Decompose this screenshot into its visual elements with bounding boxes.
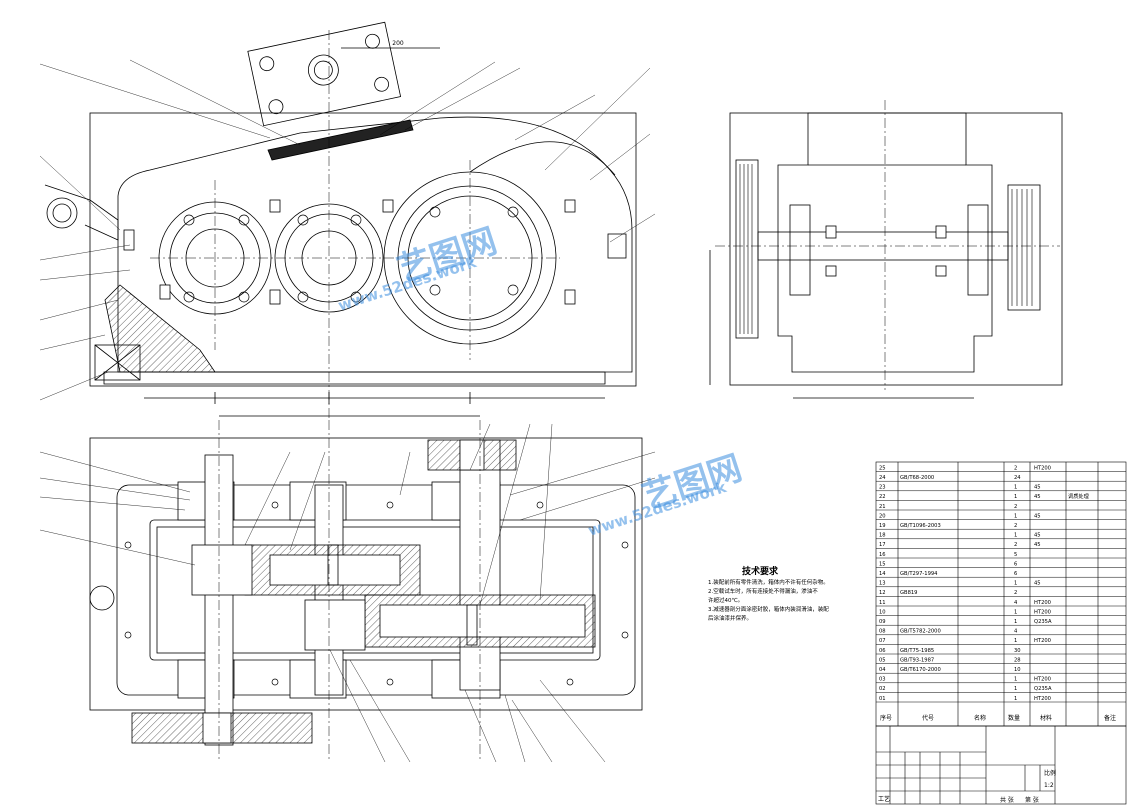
tech-requirement-line: 1.装配前所有零件清洗，箱体内不许有任何杂物。	[708, 580, 829, 586]
bom-cell-material: 45	[1034, 494, 1041, 500]
bom-cell-qty: 1	[1014, 696, 1017, 702]
bom-cell-qty: 1	[1014, 513, 1017, 519]
bom-cell-code: GB/T68-2000	[900, 475, 934, 481]
bom-cell-code: GB/T6170-2000	[900, 667, 941, 673]
bom-cell-qty: 1	[1014, 533, 1017, 539]
bom-cell-code: GB/T93-1987	[900, 657, 934, 663]
bom-cell-qty: 6	[1014, 571, 1017, 577]
sheet-count-label: 共 张	[1000, 796, 1014, 804]
bom-cell-no: 08	[879, 629, 886, 635]
bom-cell-material: HT200	[1034, 696, 1051, 702]
bom-cell-qty: 1	[1014, 619, 1017, 625]
svg-text:数量: 数量	[1008, 714, 1020, 722]
bom-cell-note: 调质处理	[1068, 492, 1090, 500]
bom-cell-no: 03	[879, 677, 886, 683]
front-view	[39, 21, 656, 420]
section-view	[39, 415, 656, 763]
sheet-number-label: 第 张	[1025, 796, 1039, 804]
bom-cell-qty: 1	[1014, 686, 1017, 692]
svg-text:材料: 材料	[1040, 714, 1052, 722]
bom-cell-qty: 2	[1014, 523, 1017, 529]
bom-cell-material: 45	[1034, 485, 1041, 491]
tech-requirement-line: 3.减速器剖分面涂密封胶，箱体内装润滑油，装配	[708, 607, 829, 613]
bom-cell-qty: 1	[1014, 581, 1017, 587]
bom-cell-qty: 4	[1014, 600, 1018, 606]
bom-cell-no: 24	[879, 475, 886, 481]
bom-cell-material: 45	[1034, 533, 1041, 539]
bom-cell-material: HT200	[1034, 465, 1051, 471]
bom-cell-qty: 1	[1014, 609, 1017, 615]
bom-cell-no: 21	[879, 504, 886, 510]
bom-cell-qty: 24	[1014, 475, 1021, 481]
tech-requirements-title: 技术要求	[742, 567, 779, 577]
bom-cell-qty: 2	[1014, 590, 1017, 596]
bom-cell-qty: 10	[1014, 667, 1021, 673]
bom-cell-material: HT200	[1034, 638, 1051, 644]
bom-cell-qty: 4	[1014, 629, 1018, 635]
bom-cell-no: 17	[879, 542, 886, 548]
tech-requirement-line: 后涂油漆并保养。	[708, 616, 753, 622]
bom-cell-no: 05	[879, 657, 886, 663]
bom-cell-no: 06	[879, 648, 886, 654]
bom-cell-code: GB/T1096-2003	[900, 523, 941, 529]
bom-cell-qty: 2	[1014, 504, 1017, 510]
bom-cell-code: GB/T297-1994	[900, 571, 938, 577]
bom-cell-material: HT200	[1034, 600, 1051, 606]
bom-cell-material: Q235A	[1034, 619, 1052, 625]
bom-cell-no: 23	[879, 485, 886, 491]
side-view	[709, 100, 1063, 399]
bom-cell-no: 13	[879, 581, 886, 587]
bom-cell-material: HT200	[1034, 609, 1051, 615]
bom-cell-qty: 30	[1014, 648, 1021, 654]
scale-value: 1:2	[1044, 782, 1054, 789]
bom-cell-no: 01	[879, 696, 886, 702]
scale-label: 比例	[1044, 769, 1056, 777]
bom-cell-no: 19	[879, 523, 886, 529]
bom-cell-qty: 1	[1014, 638, 1017, 644]
bom-cell-no: 11	[879, 600, 886, 606]
bom-cell-no: 12	[879, 590, 886, 596]
bom-cell-no: 07	[879, 638, 886, 644]
bom-cell-qty: 1	[1014, 485, 1017, 491]
svg-text:序号: 序号	[880, 714, 892, 722]
bom-cell-qty: 2	[1014, 465, 1017, 471]
bom-cell-no: 10	[879, 609, 886, 615]
tech-requirement-line: 2.空载试车时，所有连接处不得漏油，渗油不	[708, 589, 818, 595]
bom-cell-material: 45	[1034, 513, 1041, 519]
bom-cell-code: GB/T5782-2000	[900, 629, 941, 635]
svg-text:名称: 名称	[974, 714, 986, 722]
bom-cell-no: 09	[879, 619, 886, 625]
bom-cell-no: 20	[879, 513, 886, 519]
svg-text:代号: 代号	[922, 714, 934, 722]
bom-cell-qty: 6	[1014, 561, 1017, 567]
bom-cell-material: 45	[1034, 581, 1041, 587]
tech-requirement-line: 许超过40℃。	[708, 598, 744, 604]
bom-cell-no: 25	[879, 465, 886, 471]
bom-cell-no: 04	[879, 667, 886, 673]
top-dimension-label: 200	[392, 40, 404, 47]
bom-cell-no: 14	[879, 571, 886, 577]
bom-cell-no: 02	[879, 686, 886, 692]
bom-cell-code: GB/T75-1985	[900, 648, 934, 654]
bom-cell-no: 15	[879, 561, 886, 567]
bom-cell-no: 16	[879, 552, 886, 558]
bom-cell-no: 22	[879, 494, 886, 500]
svg-text:备注: 备注	[1104, 714, 1116, 722]
bom-header: 序号 代号 名称 数量 材料 备注	[880, 714, 1116, 722]
process-label: 工艺	[878, 795, 890, 803]
bom-cell-qty: 1	[1014, 677, 1017, 683]
bom-cell-code: GB819	[900, 590, 917, 596]
bom-cell-material: Q235A	[1034, 686, 1052, 692]
bom-table-frame	[875, 461, 1127, 805]
bom-cell-qty: 28	[1014, 657, 1021, 663]
bom-cell-material: HT200	[1034, 677, 1051, 683]
bom-cell-material: 45	[1034, 542, 1041, 548]
bom-cell-qty: 2	[1014, 542, 1017, 548]
bom-cell-no: 18	[879, 533, 886, 539]
bom-cell-qty: 5	[1014, 552, 1017, 558]
bom-cell-qty: 1	[1014, 494, 1017, 500]
